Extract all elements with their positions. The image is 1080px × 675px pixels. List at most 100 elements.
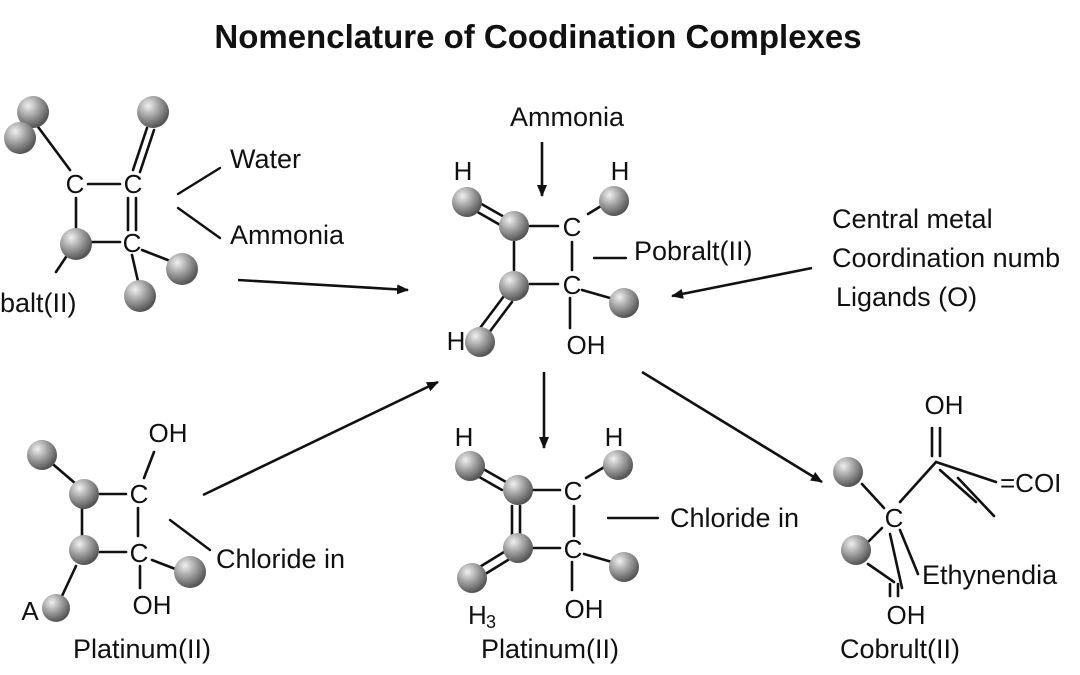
atom-sphere (503, 533, 533, 563)
bond (888, 532, 904, 590)
label-cobalt: balt(II) (0, 288, 77, 318)
label-chloride: Chloride in (670, 503, 799, 533)
label-platinum: Platinum(II) (73, 634, 211, 664)
atom-label: C (66, 169, 85, 199)
atom-subscript: 3 (486, 612, 496, 632)
label-chloride: Chloride in (216, 544, 345, 574)
atom-label: C (563, 212, 582, 242)
atom-sphere (452, 187, 482, 217)
atom-sphere (499, 271, 529, 301)
atom-sphere (465, 327, 495, 357)
atom-label: OH (887, 600, 926, 630)
atom-sphere (609, 552, 639, 582)
atom-label: C (564, 476, 583, 506)
arrow-bottom-left-to-center (202, 380, 439, 497)
atom-label: A (21, 596, 39, 626)
bond (486, 300, 514, 336)
atom-label: H (468, 600, 487, 630)
bond (150, 558, 180, 572)
molecule-top-left: C C C Water Ammonia balt(II) (0, 96, 345, 318)
atom-sphere (166, 253, 198, 285)
bond (480, 558, 510, 578)
label-platinum: Platinum(II) (481, 634, 619, 664)
bond (138, 128, 156, 174)
bond (938, 468, 978, 504)
molecule-bottom-right: OH C OH =COI Ethynendia Cobrult(II) (833, 390, 1061, 664)
diagram-title: Nomenclature of Coodination Complexes (214, 18, 861, 55)
atom-label: H (447, 326, 466, 356)
atom-label: OH (565, 594, 604, 624)
legend-top-right: Central metal Coordination numb Ligands … (832, 204, 1060, 312)
atom-sphere (69, 535, 99, 565)
bond (580, 288, 612, 300)
bond (476, 550, 506, 570)
atom-sphere (503, 475, 533, 505)
atom-label: H (454, 156, 473, 186)
atom-label: OH (149, 418, 188, 448)
arrow-top-right-to-center (671, 266, 813, 299)
atom-sphere (42, 594, 70, 622)
bond (584, 464, 608, 480)
atom-label: H (611, 156, 630, 186)
atom-label: C (564, 534, 583, 564)
bond (898, 460, 938, 504)
atom-label: C (130, 538, 149, 568)
molecule-center: Ammonia H H C C H OH Pobralt(II) (447, 102, 753, 360)
arrow-center-to-bottom-right (641, 370, 823, 484)
atom-label: OH (567, 330, 606, 360)
bond (582, 552, 614, 564)
leader-line (176, 166, 222, 196)
leader-line (168, 518, 212, 552)
atom-sphere (599, 186, 629, 216)
bond (478, 294, 506, 330)
atom-label: OH (133, 590, 172, 620)
atom-sphere (27, 440, 57, 470)
atom-sphere (457, 563, 487, 593)
molecule-bottom-center: H H C C OH H 3 Chloride in Platinum(II) (455, 422, 799, 664)
atom-sphere (609, 288, 639, 318)
atom-sphere (174, 556, 206, 588)
atom-label: H (455, 422, 474, 452)
group-label: =COI (1000, 468, 1061, 498)
atom-sphere (69, 479, 99, 509)
bond (866, 562, 896, 584)
bond (142, 450, 156, 480)
label-water: Water (230, 144, 301, 174)
atom-label: OH (925, 390, 964, 420)
bond (60, 564, 78, 598)
atom-sphere (137, 96, 169, 128)
atom-sphere (60, 228, 92, 260)
label-coordination-number: Coordination numb (832, 243, 1060, 273)
atom-label: C (124, 169, 143, 199)
label-cobrult: Cobrult(II) (840, 634, 960, 664)
atom-label: C (885, 503, 904, 533)
bond (131, 126, 149, 172)
arrow-top-left-to-center (237, 278, 409, 295)
bond (956, 476, 996, 518)
bond (472, 208, 504, 228)
atom-sphere (603, 450, 633, 480)
atom-label: H (605, 422, 624, 452)
atom-label: C (130, 479, 149, 509)
label-ammonia-top: Ammonia (510, 102, 625, 132)
bond (476, 200, 508, 220)
label-central-metal: Central metal (832, 204, 993, 234)
atom-sphere (124, 280, 156, 312)
label-ammonia: Ammonia (230, 220, 345, 250)
leader-line (176, 206, 222, 240)
atom-sphere (841, 535, 871, 565)
label-ethynendia: Ethynendia (922, 560, 1058, 590)
atom-sphere (833, 457, 863, 487)
atom-sphere (4, 122, 36, 154)
atom-label: C (563, 270, 582, 300)
label-pobralt: Pobralt(II) (634, 236, 753, 266)
molecule-bottom-left: OH C C OH A Chloride in Platinum(II) (21, 418, 345, 664)
bond (934, 460, 998, 484)
bond (860, 482, 886, 510)
atom-sphere (455, 451, 485, 481)
atom-sphere (499, 211, 529, 241)
atom-label: C (123, 228, 142, 258)
atom-sphere (17, 96, 49, 128)
label-ligands: Ligands (O) (836, 282, 977, 312)
